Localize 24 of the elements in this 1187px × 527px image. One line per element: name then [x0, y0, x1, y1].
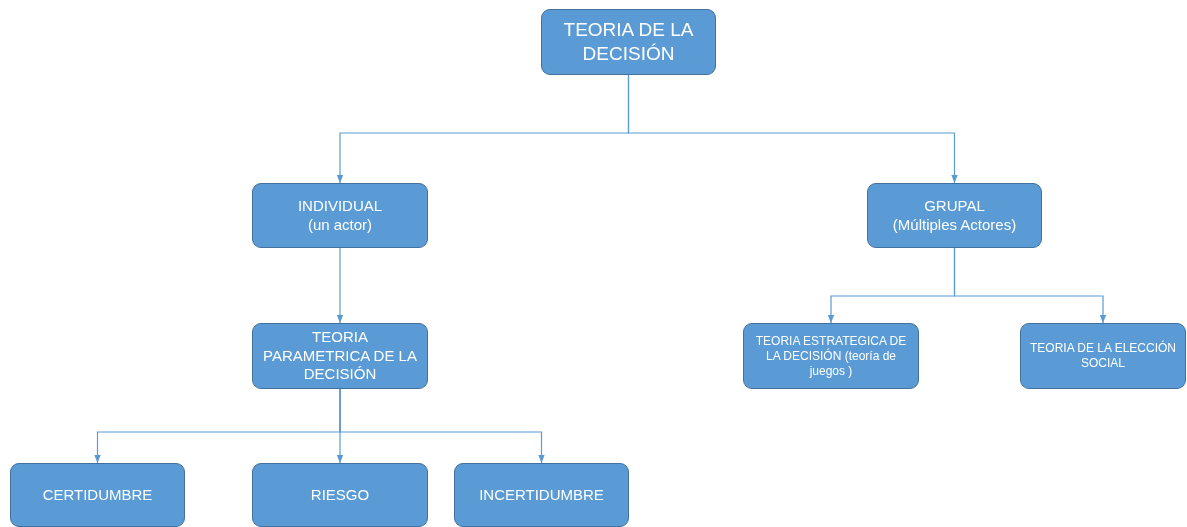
node-label: TEORIA PARAMETRICA DE LA DECISIÓN — [262, 327, 418, 385]
node-label: INCERTIDUMBRE — [479, 485, 604, 505]
node-label: (Múltiples Actores) — [892, 215, 1017, 235]
process-box — [541, 9, 716, 75]
connector-arrow — [336, 247, 344, 324]
process-box — [1020, 323, 1186, 389]
connector-arrow — [627, 74, 958, 184]
process-box — [252, 323, 428, 389]
process-box — [867, 183, 1042, 248]
node-label: TEORIA ESTRATEGICA DE LA DECISIÓN (teoría de juegos ) — [754, 333, 908, 379]
process-box — [252, 183, 428, 248]
node-label: GRUPAL — [924, 196, 985, 216]
connector-arrow — [953, 247, 1107, 324]
node-label: RIESGO — [310, 485, 370, 505]
process-box — [252, 463, 428, 527]
process-box — [454, 463, 629, 527]
node-label: TEORIA DE LA DECISIÓN — [562, 18, 695, 66]
process-box — [10, 463, 185, 527]
node-label: TEORIA DE LA ELECCIÓN SOCIAL — [1028, 341, 1177, 371]
connector-arrow — [339, 388, 545, 464]
node-label: CERTIDUMBRE — [42, 485, 153, 505]
process-box — [743, 323, 919, 389]
node-label: INDIVIDUAL — [297, 196, 383, 216]
node-label: (un actor) — [307, 215, 373, 235]
